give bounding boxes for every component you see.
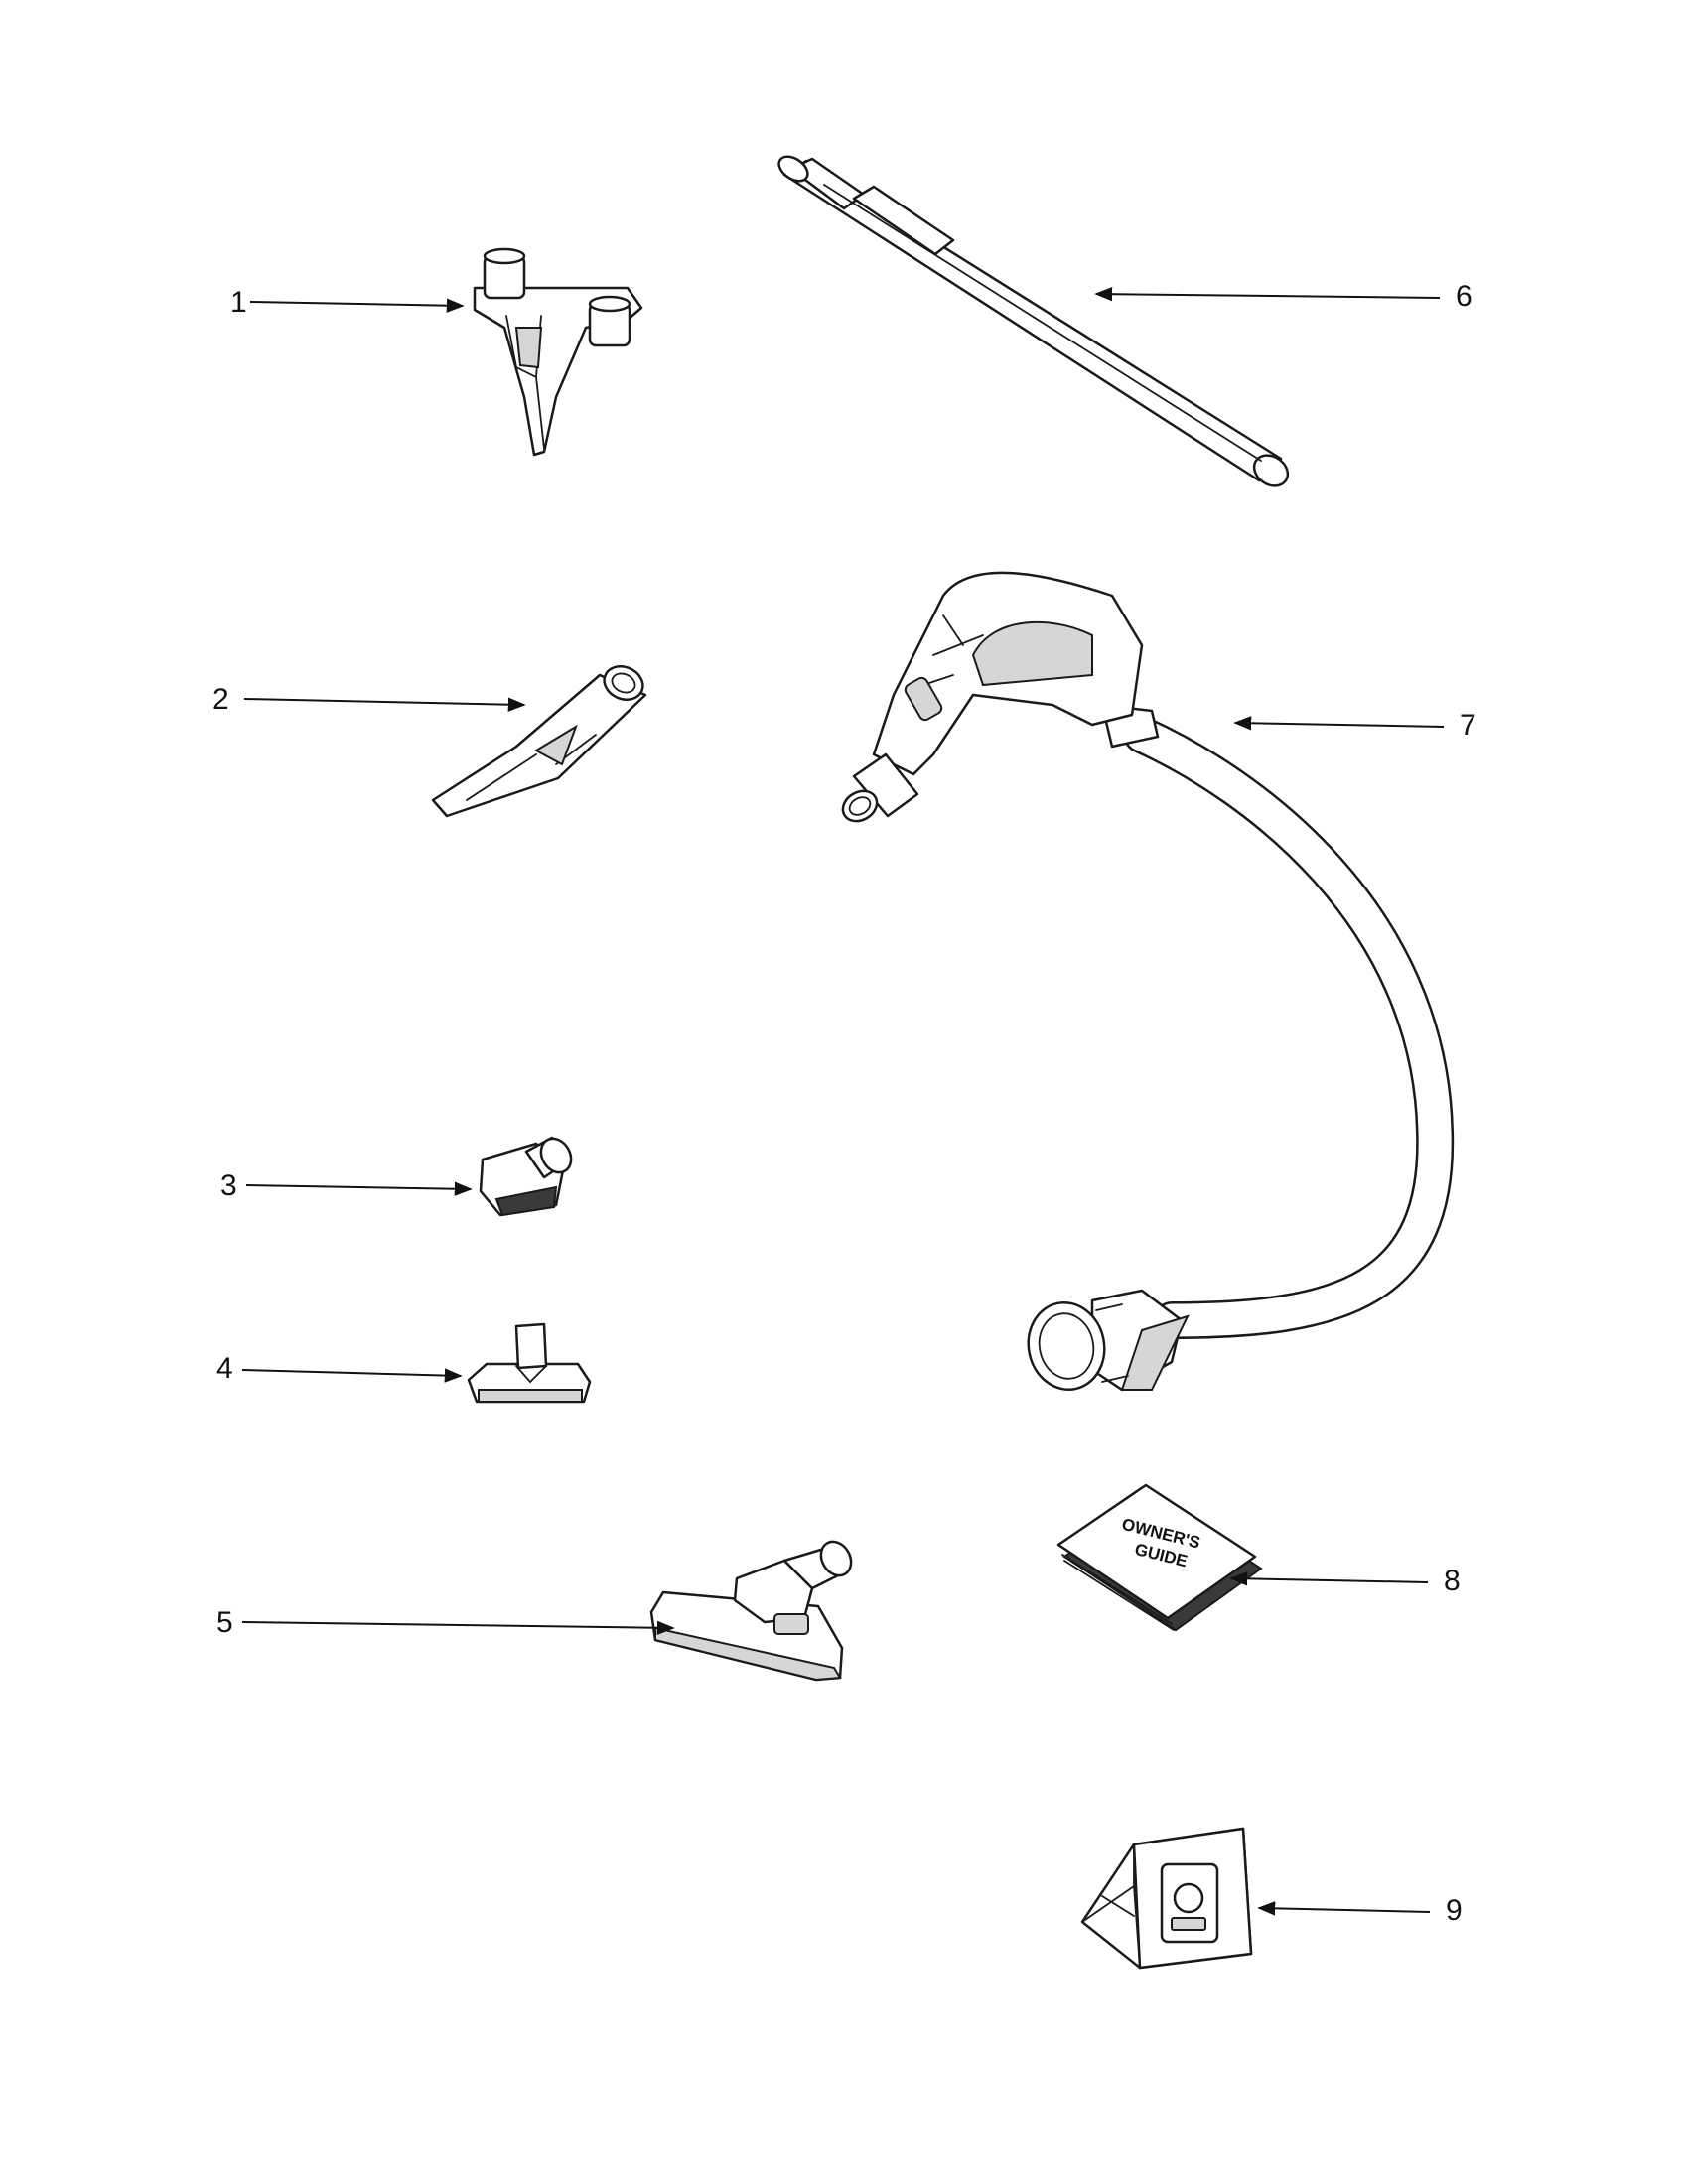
callout-5: 5 bbox=[216, 1606, 675, 1639]
callout-1: 1 bbox=[230, 286, 465, 319]
callout-8: 8 bbox=[1229, 1565, 1461, 1597]
part-7-hose-assembly bbox=[841, 571, 1455, 1392]
part-5-floor-nozzle bbox=[649, 1540, 853, 1682]
part-1-tool-holder bbox=[473, 247, 643, 457]
callout-number-9: 9 bbox=[1446, 1894, 1463, 1927]
part-6-extension-wand bbox=[777, 155, 1290, 487]
leader-line-8 bbox=[1229, 1571, 1429, 1586]
leader-line-4 bbox=[241, 1368, 463, 1383]
leader-line-7 bbox=[1233, 716, 1445, 731]
callout-number-5: 5 bbox=[216, 1606, 233, 1639]
leader-line-9 bbox=[1257, 1901, 1431, 1916]
callout-4: 4 bbox=[216, 1352, 463, 1385]
leader-line-1 bbox=[249, 298, 465, 313]
part-4-dusting-brush bbox=[467, 1322, 592, 1404]
callout-3: 3 bbox=[220, 1169, 473, 1202]
leader-line-2 bbox=[243, 697, 526, 712]
leader-line-3 bbox=[245, 1181, 473, 1196]
part-8-owners-guide: OWNER'S GUIDE bbox=[1056, 1483, 1263, 1632]
callout-number-6: 6 bbox=[1456, 280, 1473, 313]
part-9-dust-bag bbox=[1080, 1827, 1253, 1970]
callout-6: 6 bbox=[1094, 280, 1473, 313]
callout-number-2: 2 bbox=[212, 683, 229, 716]
callout-number-3: 3 bbox=[220, 1169, 237, 1202]
callout-number-7: 7 bbox=[1460, 709, 1476, 742]
callout-number-4: 4 bbox=[216, 1352, 233, 1385]
callout-2: 2 bbox=[212, 683, 526, 716]
callout-number-8: 8 bbox=[1444, 1565, 1461, 1597]
callout-9: 9 bbox=[1257, 1894, 1463, 1927]
leader-line-6 bbox=[1094, 286, 1441, 302]
callout-7: 7 bbox=[1233, 709, 1476, 742]
leader-line-5 bbox=[241, 1620, 675, 1635]
callout-number-1: 1 bbox=[230, 286, 247, 319]
part-3-upholstery-tool bbox=[479, 1136, 573, 1217]
part-2-crevice-tool bbox=[431, 665, 647, 818]
